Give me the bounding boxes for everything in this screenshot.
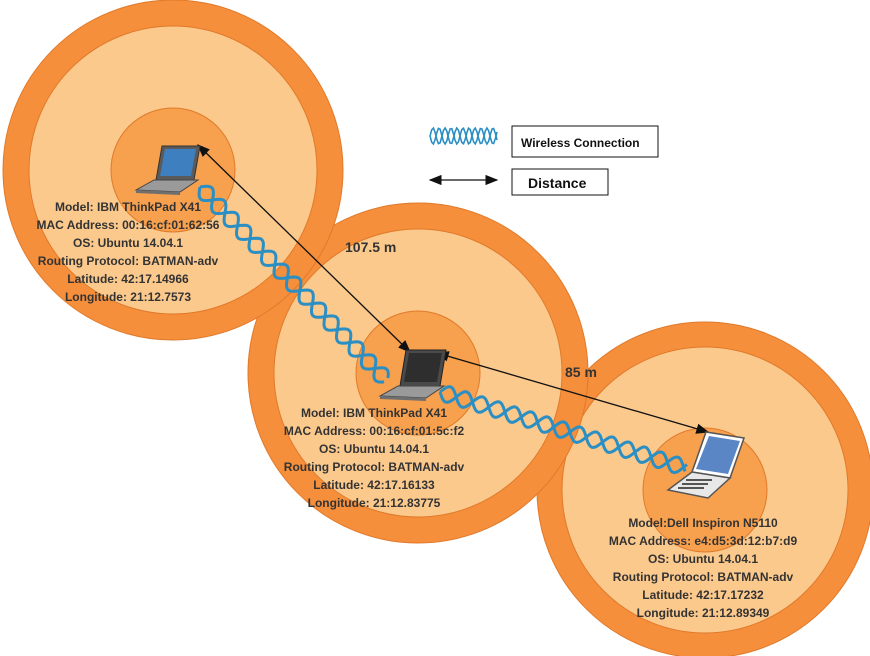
wave-strand <box>429 126 498 146</box>
distance-arrow-1 <box>197 144 411 353</box>
node-1-latitude: Latitude: 42:17.14966 <box>67 272 189 286</box>
node-1-longitude: Longitude: 21:12.7573 <box>65 290 191 304</box>
node-3-model: Model:Dell Inspiron N5110 <box>628 516 778 530</box>
node-1-model: Model: IBM ThinkPad X41 <box>55 200 201 214</box>
distance-label-1: 107.5 m <box>345 239 396 255</box>
node-3-routing: Routing Protocol: BATMAN-adv <box>613 570 794 584</box>
node-3-longitude: Longitude: 21:12.89349 <box>637 606 770 620</box>
node-3-info: Model:Dell Inspiron N5110 MAC Address: e… <box>609 516 798 620</box>
node-2-os: OS: Ubuntu 14.04.1 <box>319 442 429 456</box>
node-3-os: OS: Ubuntu 14.04.1 <box>648 552 758 566</box>
legend-wireless-icon <box>429 126 498 146</box>
laptop-icon <box>134 145 201 195</box>
distance-label-2: 85 m <box>565 364 597 380</box>
node-1-routing: Routing Protocol: BATMAN-adv <box>38 254 219 268</box>
node-2-latitude: Latitude: 42:17.16133 <box>313 478 435 492</box>
legend: Wireless Connection Distance <box>428 125 659 196</box>
node-1-info: Model: IBM ThinkPad X41 MAC Address: 00:… <box>37 200 220 304</box>
laptop-icon <box>378 349 447 401</box>
wave-strand <box>429 126 498 146</box>
node-2-routing: Routing Protocol: BATMAN-adv <box>284 460 465 474</box>
node-2-info: Model: IBM ThinkPad X41 MAC Address: 00:… <box>284 406 465 510</box>
legend-wireless-box <box>511 125 659 158</box>
node-3-latitude: Latitude: 42:17.17232 <box>642 588 764 602</box>
node-1-os: OS: Ubuntu 14.04.1 <box>73 236 183 250</box>
node-2-model: Model: IBM ThinkPad X41 <box>301 406 447 420</box>
legend-distance-box <box>511 168 609 196</box>
legend-wireless-label: Wireless Connection <box>521 136 640 150</box>
node-2-mac: MAC Address: 00:16:cf:01:5c:f2 <box>284 424 465 438</box>
distance-arrow-2 <box>435 351 710 434</box>
node-2-longitude: Longitude: 21:12.83775 <box>308 496 441 510</box>
legend-distance-label: Distance <box>528 175 587 191</box>
laptop-icon <box>666 431 746 499</box>
node-1-mac: MAC Address: 00:16:cf:01:62:56 <box>37 218 220 232</box>
node-3-mac: MAC Address: e4:d5:3d:12:b7:d9 <box>609 534 798 548</box>
